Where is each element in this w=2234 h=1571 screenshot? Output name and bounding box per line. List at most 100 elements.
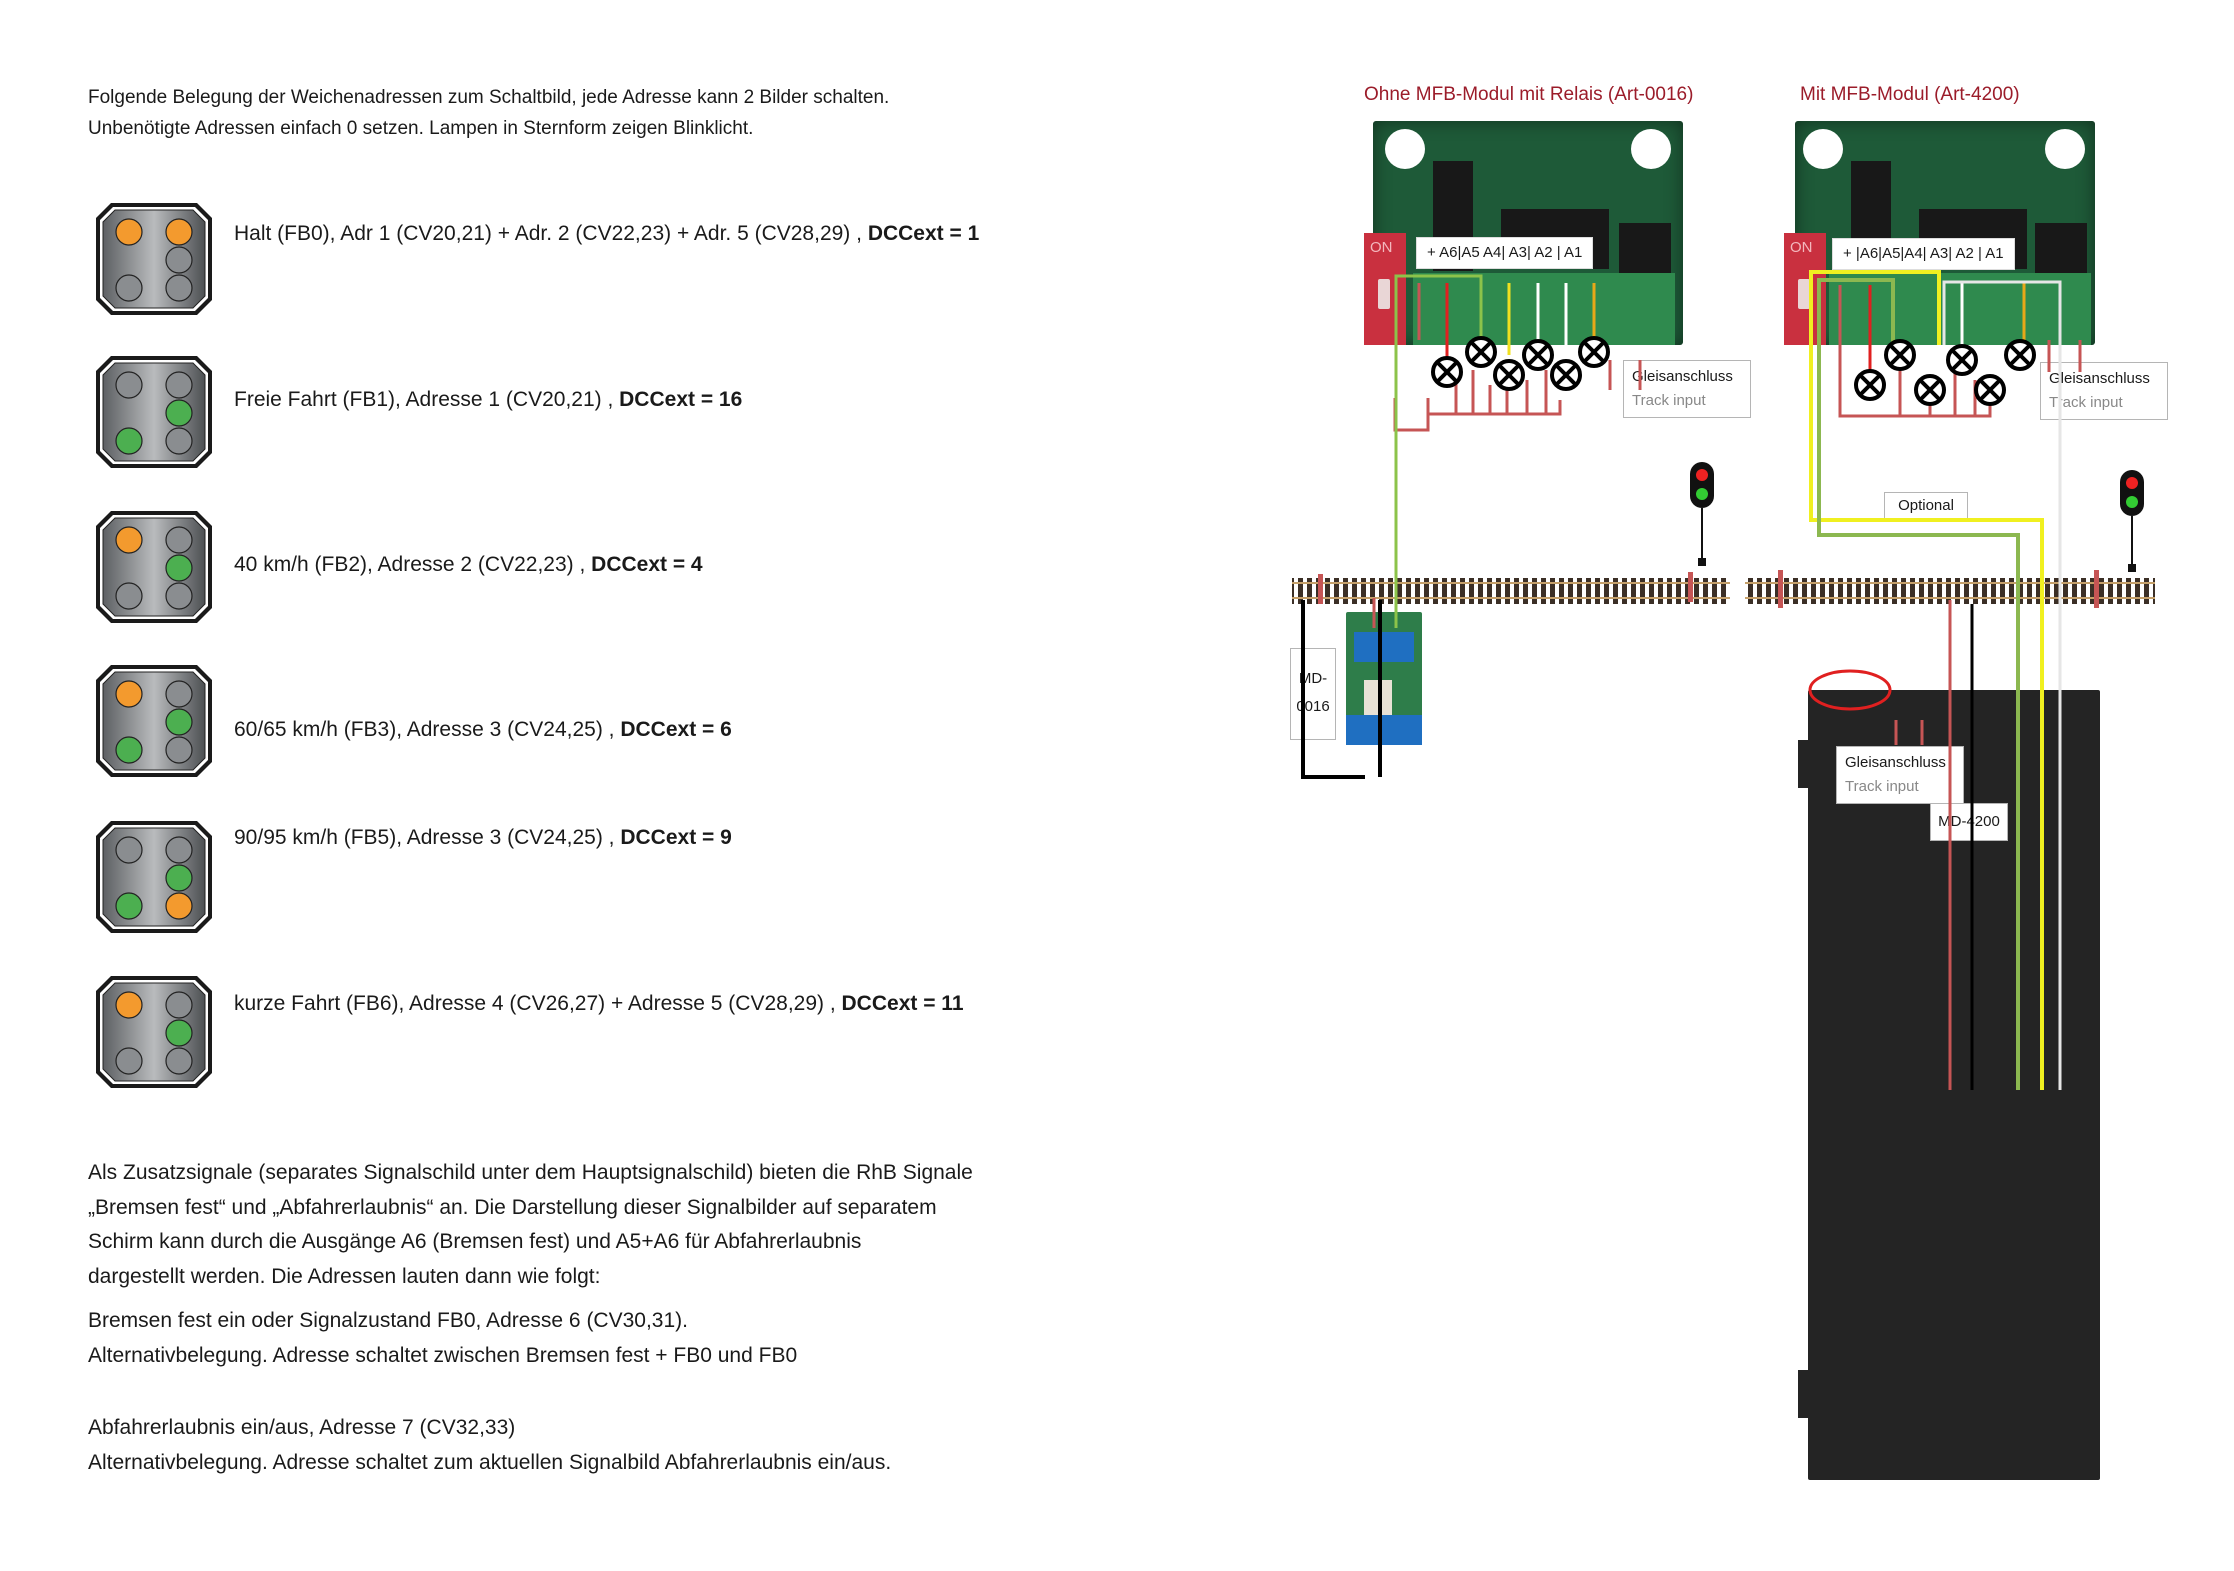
lamp-left-top — [115, 526, 143, 554]
signal-description: kurze Fahrt (FB6), Adresse 4 (CV26,27) +… — [234, 992, 964, 1016]
dccext-value: DCCext = 16 — [619, 388, 743, 411]
lamp-symbol-icon — [1550, 359, 1582, 391]
bremsen-fest-alt-line: Alternativbelegung. Adresse schaltet zwi… — [88, 1343, 798, 1367]
heading-without-mfb: Ohne MFB-Modul mit Relais (Art-0016) — [1364, 84, 1694, 105]
relay-label-line-1: MD- — [1298, 670, 1328, 687]
lamp-symbol-icon — [1522, 339, 1554, 371]
decoder-board-left — [1369, 121, 1683, 345]
lamp-symbol-icon — [1884, 339, 1916, 371]
lamp-symbol-icon — [2004, 339, 2036, 371]
paragraph-line: Schirm kann durch die Ausgänge A6 (Brems… — [88, 1230, 862, 1253]
lamp-left-top — [115, 991, 143, 1019]
intro-line-2: Unbenötigte Adressen einfach 0 setzen. L… — [88, 118, 754, 139]
lamp-right-top — [165, 836, 193, 864]
lamp-symbol-icon — [1854, 369, 1886, 401]
signal-head — [95, 975, 213, 1089]
lamp-symbol-icon — [1431, 356, 1463, 388]
bremsen-fest-line: Bremsen fest ein oder Signalzustand FB0,… — [88, 1309, 688, 1332]
signal-aspect-text: 60/65 km/h (FB3), Adresse 3 (CV24,25) , — [234, 718, 621, 741]
lamp-right-bottom — [165, 274, 193, 302]
lamp-left-top — [115, 680, 143, 708]
lamp-right-mid — [165, 246, 193, 274]
track-input-title: Gleisanschluss — [2049, 370, 2150, 387]
dip-switch-left: ON — [1364, 233, 1406, 345]
lamp-left-bottom — [115, 582, 143, 610]
intro-text: Folgende Belegung der Weichenadressen zu… — [88, 82, 889, 144]
lamp-right-bottom — [165, 1047, 193, 1075]
lamp-right-top — [165, 526, 193, 554]
lamp-right-mid — [165, 708, 193, 736]
lamp-left-bottom — [115, 427, 143, 455]
signal-description: Freie Fahrt (FB1), Adresse 1 (CV20,21) ,… — [234, 388, 742, 412]
lamp-left-top — [115, 371, 143, 399]
lamp-right-top — [165, 218, 193, 246]
track-input-box-module: Gleisanschluss Track input — [1836, 746, 1964, 804]
lamp-left-bottom — [115, 1047, 143, 1075]
pin-label-left: + A6|A5 A4| A3| A2 | A1 — [1416, 237, 1594, 269]
lamp-symbol-icon — [1914, 374, 1946, 406]
lamp-right-mid — [165, 399, 193, 427]
track-input-box-right: Gleisanschluss Track input — [2040, 362, 2168, 420]
signal-aspect-text: Freie Fahrt (FB1), Adresse 1 (CV20,21) , — [234, 388, 620, 411]
track-input-box-left: Gleisanschluss Track input — [1623, 360, 1751, 418]
signal-aspect-text: Halt (FB0), Adr 1 (CV20,21) + Adr. 2 (CV… — [234, 222, 868, 245]
lamp-symbol-icon — [1974, 374, 2006, 406]
signal-aspect-text: 90/95 km/h (FB5), Adresse 3 (CV24,25) , — [234, 826, 621, 849]
lamp-left-top — [115, 218, 143, 246]
track-left — [1292, 572, 1730, 604]
paragraph-line: „Bremsen fest“ und „Abfahrerlaubnis“ an.… — [88, 1195, 937, 1219]
lamp-right-mid — [165, 554, 193, 582]
pin-label-right: + |A6|A5|A4| A3| A2 | A1 — [1832, 238, 2015, 270]
lamp-right-bottom — [165, 582, 193, 610]
track-input-subtitle: Track input — [2049, 394, 2123, 411]
track-input-title: Gleisanschluss — [1632, 368, 1733, 385]
lamp-right-top — [165, 371, 193, 399]
paragraph-line: dargestellt werden. Die Adressen lauten … — [88, 1264, 601, 1288]
lamp-symbol-icon — [1946, 344, 1978, 376]
lamp-left-top — [115, 836, 143, 864]
lamp-right-bottom — [165, 892, 193, 920]
dccext-value: DCCext = 6 — [620, 718, 732, 741]
track-right — [1745, 570, 2155, 608]
dccext-value: DCCext = 11 — [841, 992, 964, 1015]
track-signal-right — [2120, 470, 2144, 572]
paragraph-line: Als Zusatzsignale (separates Signalschil… — [88, 1161, 973, 1184]
dccext-value: DCCext = 1 — [867, 222, 980, 245]
heading-with-mfb: Mit MFB-Modul (Art-4200) — [1800, 84, 2020, 105]
lamp-symbol-icon — [1493, 359, 1525, 391]
additional-signals-paragraph: Als Zusatzsignale (separates Signalschil… — [88, 1156, 1048, 1480]
dip-on-label: ON — [1370, 239, 1393, 256]
optional-label: Optional — [1884, 492, 1968, 519]
signal-description: 90/95 km/h (FB5), Adresse 3 (CV24,25) , … — [234, 826, 732, 850]
lamp-left-bottom — [115, 736, 143, 764]
signal-head — [95, 820, 213, 934]
track-input-subtitle: Track input — [1632, 392, 1706, 409]
relay-module-md0016 — [1346, 612, 1422, 745]
decoder-board-right — [1791, 121, 2095, 345]
abfahrerlaubnis-alt-line: Alternativbelegung. Adresse schaltet zum… — [88, 1450, 892, 1474]
track-signal-left — [1690, 462, 1714, 566]
intro-line-1: Folgende Belegung der Weichenadressen zu… — [88, 87, 890, 108]
signal-head — [95, 355, 213, 469]
lamp-right-top — [165, 991, 193, 1019]
signal-head — [95, 510, 213, 624]
lamp-left-bottom — [115, 274, 143, 302]
relay-label: MD- 0016 — [1290, 648, 1336, 740]
dccext-value: DCCext = 4 — [591, 553, 703, 576]
dccext-value: DCCext = 9 — [620, 826, 732, 849]
lamp-right-bottom — [165, 427, 193, 455]
relay-label-line-2: 0016 — [1296, 698, 1330, 715]
dip-on-label: ON — [1790, 239, 1813, 256]
signal-description: 40 km/h (FB2), Adresse 2 (CV22,23) , DCC… — [234, 553, 703, 577]
signal-aspect-text: kurze Fahrt (FB6), Adresse 4 (CV26,27) +… — [234, 992, 842, 1015]
lamp-left-bottom — [115, 892, 143, 920]
lamp-right-mid — [165, 1019, 193, 1047]
signal-aspect-text: 40 km/h (FB2), Adresse 2 (CV22,23) , — [234, 553, 592, 576]
lamp-right-bottom — [165, 736, 193, 764]
track-input-title: Gleisanschluss — [1845, 754, 1946, 771]
lamp-right-top — [165, 680, 193, 708]
lamp-right-mid — [165, 864, 193, 892]
signal-description: 60/65 km/h (FB3), Adresse 3 (CV24,25) , … — [234, 718, 732, 742]
signal-head — [95, 202, 213, 316]
signal-head — [95, 664, 213, 778]
